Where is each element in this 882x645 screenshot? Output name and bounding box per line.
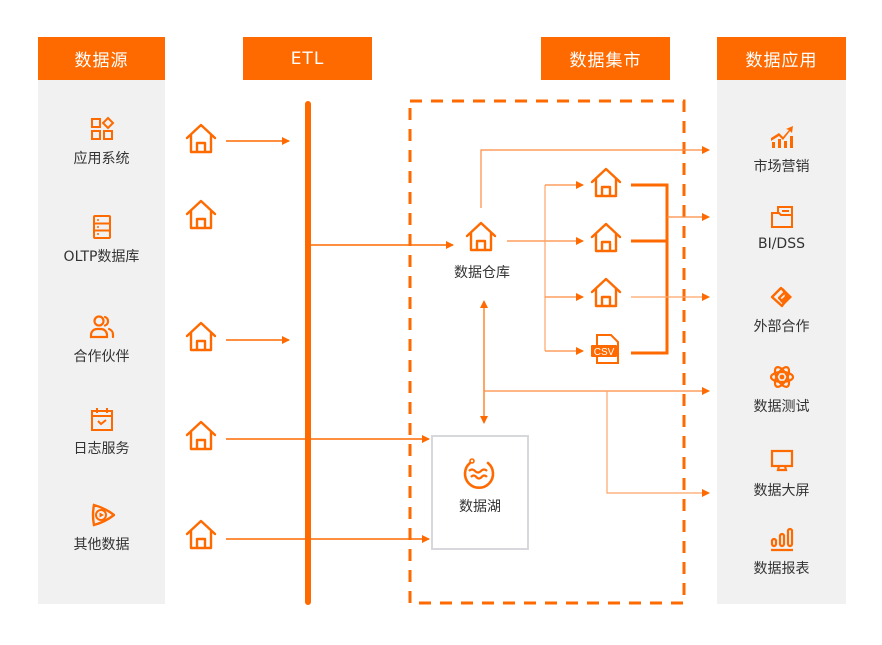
- apps-grid-icon: [90, 116, 114, 140]
- play-icon: [91, 503, 115, 527]
- app-label: 市场营销: [753, 159, 810, 175]
- house-icon: [185, 321, 217, 352]
- house-icon: [185, 199, 217, 230]
- app-label: 外部合作: [753, 319, 810, 335]
- app-label: 数据测试: [753, 399, 810, 415]
- house-icon: [185, 420, 217, 451]
- house-icon: [185, 519, 217, 550]
- csv-file-icon: CSV: [591, 334, 619, 364]
- warehouse-label: 数据仓库: [454, 265, 510, 281]
- source-label: 日志服务: [73, 441, 130, 457]
- source-item-oltp: OLTP数据库: [38, 214, 165, 266]
- source-item-logs: 日志服务: [38, 406, 165, 458]
- folder-icon: [770, 206, 793, 228]
- app-item-marketing: 市场营销: [718, 124, 845, 176]
- mart-house-icon: [590, 277, 622, 308]
- source-label: 其他数据: [73, 537, 130, 553]
- handshake-icon: [770, 286, 792, 308]
- warehouse-icon: [465, 221, 497, 252]
- app-label: 数据报表: [753, 561, 810, 577]
- source-label: 合作伙伴: [73, 349, 130, 365]
- users-icon: [89, 315, 114, 339]
- lake-label: 数据湖: [459, 499, 501, 515]
- lake-icon: [463, 458, 495, 490]
- csv-text: CSV: [594, 347, 615, 358]
- app-item-reports: 数据报表: [718, 526, 845, 578]
- data-lake-box: [431, 435, 529, 550]
- mart-house-icon: [590, 167, 622, 198]
- mart-house-icon: [590, 222, 622, 253]
- source-label: 应用系统: [73, 151, 130, 167]
- app-item-bigscreen: 数据大屏: [718, 448, 845, 500]
- header-data-apps: 数据应用: [717, 37, 846, 80]
- app-label: 数据大屏: [753, 483, 810, 499]
- source-label: OLTP数据库: [63, 249, 140, 265]
- source-item-other: 其他数据: [38, 502, 165, 554]
- sources-panel: [38, 80, 165, 604]
- header-data-sources: 数据源: [38, 37, 165, 80]
- mart-bracket: [631, 183, 669, 355]
- arrow-warehouse-marketing: [480, 146, 710, 208]
- server-icon: [92, 215, 111, 239]
- header-data-mart: 数据集市: [541, 37, 670, 80]
- monitor-icon: [770, 449, 793, 472]
- atom-icon: [769, 366, 794, 388]
- app-item-external: 外部合作: [718, 284, 845, 336]
- data-mart-dashed-box: [408, 99, 686, 605]
- bar-chart-icon: [770, 527, 793, 552]
- header-etl: ETL: [243, 37, 372, 80]
- calendar-check-icon: [90, 408, 113, 431]
- arrow-to-bigscreen: [606, 391, 710, 497]
- app-item-testing: 数据测试: [718, 364, 845, 416]
- house-icon: [185, 123, 217, 154]
- source-item-partners: 合作伙伴: [38, 314, 165, 366]
- apps-panel: [717, 80, 846, 604]
- growth-chart-icon: [770, 126, 793, 148]
- app-label: BI/DSS: [757, 236, 805, 252]
- app-item-bi-dss: BI/DSS: [718, 204, 845, 252]
- source-item-apps: 应用系统: [38, 116, 165, 168]
